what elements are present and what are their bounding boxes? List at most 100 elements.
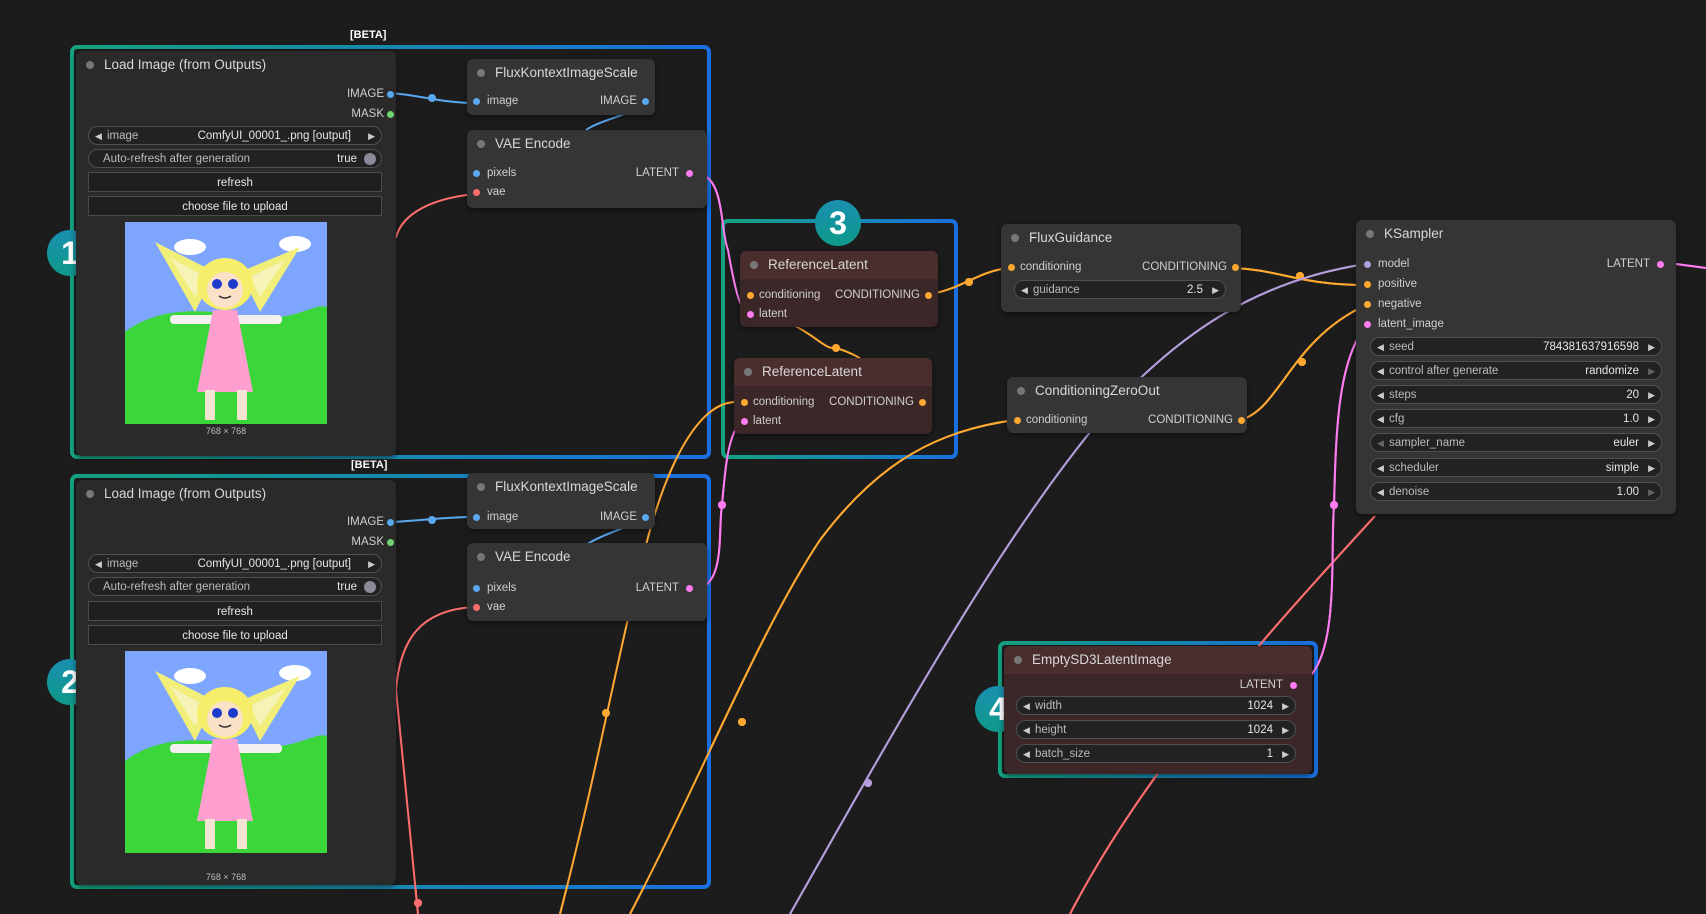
image-socket-icon[interactable] bbox=[473, 513, 480, 521]
conditioning-socket-icon[interactable] bbox=[1014, 416, 1021, 424]
arrow-right-icon[interactable]: ▶ bbox=[1282, 749, 1289, 759]
input-model[interactable]: model bbox=[1364, 255, 1409, 273]
arrow-right-icon[interactable]: ▶ bbox=[1648, 487, 1655, 497]
output-latent[interactable]: LATENT bbox=[1240, 676, 1297, 694]
input-conditioning[interactable]: conditioning bbox=[1014, 411, 1087, 429]
conditioning-socket-icon[interactable] bbox=[919, 398, 926, 406]
latent-socket-icon[interactable] bbox=[1290, 681, 1297, 689]
input-latent[interactable]: latent bbox=[741, 412, 781, 430]
collapse-dot-icon[interactable] bbox=[1014, 656, 1022, 664]
pixels-socket-icon[interactable] bbox=[473, 169, 480, 177]
image-socket-icon[interactable] bbox=[473, 97, 480, 105]
collapse-dot-icon[interactable] bbox=[1366, 230, 1374, 238]
output-image[interactable]: IMAGE bbox=[347, 85, 394, 103]
output-conditioning[interactable]: CONDITIONING bbox=[1148, 411, 1245, 429]
refresh-button[interactable]: refresh bbox=[88, 172, 382, 192]
arrow-left-icon[interactable]: ◀ bbox=[95, 559, 102, 569]
upload-button[interactable]: choose file to upload bbox=[88, 625, 382, 645]
ksampler-node[interactable]: KSampler model positive negative latent_… bbox=[1356, 220, 1676, 514]
latent-socket-icon[interactable] bbox=[741, 417, 748, 425]
arrow-left-icon[interactable]: ◀ bbox=[1023, 749, 1030, 759]
collapse-dot-icon[interactable] bbox=[744, 368, 752, 376]
output-conditioning[interactable]: CONDITIONING bbox=[829, 393, 926, 411]
collapse-dot-icon[interactable] bbox=[477, 483, 485, 491]
arrow-right-icon[interactable]: ▶ bbox=[1648, 414, 1655, 424]
load-image-node-2[interactable]: Load Image (from Outputs) IMAGE MASK ◀im… bbox=[76, 480, 396, 885]
arrow-right-icon[interactable]: ▶ bbox=[368, 559, 375, 569]
image-socket-icon[interactable] bbox=[642, 97, 649, 105]
toggle-knob-icon[interactable] bbox=[364, 153, 376, 165]
negative-socket-icon[interactable] bbox=[1364, 300, 1371, 308]
output-conditioning[interactable]: CONDITIONING bbox=[835, 286, 932, 304]
vae-encode-node-2[interactable]: VAE Encode pixels vae LATENT bbox=[467, 543, 707, 621]
arrow-left-icon[interactable]: ◀ bbox=[1377, 438, 1384, 448]
arrow-left-icon[interactable]: ◀ bbox=[1377, 342, 1384, 352]
arrow-right-icon[interactable]: ▶ bbox=[368, 131, 375, 141]
conditioning-socket-icon[interactable] bbox=[1008, 263, 1015, 271]
input-conditioning[interactable]: conditioning bbox=[747, 286, 820, 304]
arrow-left-icon[interactable]: ◀ bbox=[1023, 725, 1030, 735]
conditioning-socket-icon[interactable] bbox=[1232, 263, 1239, 271]
output-image[interactable]: IMAGE bbox=[600, 92, 649, 110]
collapse-dot-icon[interactable] bbox=[477, 140, 485, 148]
arrow-left-icon[interactable]: ◀ bbox=[95, 131, 102, 141]
output-image[interactable]: IMAGE bbox=[347, 513, 394, 531]
arrow-right-icon[interactable]: ▶ bbox=[1648, 463, 1655, 473]
output-latent[interactable]: LATENT bbox=[636, 164, 693, 182]
toggle-knob-icon[interactable] bbox=[364, 581, 376, 593]
conditioning-socket-icon[interactable] bbox=[747, 291, 754, 299]
arrow-right-icon[interactable]: ▶ bbox=[1648, 390, 1655, 400]
input-latent[interactable]: latent bbox=[747, 305, 787, 323]
arrow-right-icon[interactable]: ▶ bbox=[1648, 366, 1655, 376]
arrow-left-icon[interactable]: ◀ bbox=[1377, 366, 1384, 376]
collapse-dot-icon[interactable] bbox=[1011, 234, 1019, 242]
input-pixels[interactable]: pixels bbox=[473, 164, 516, 182]
vae-socket-icon[interactable] bbox=[473, 188, 480, 196]
collapse-dot-icon[interactable] bbox=[86, 61, 94, 69]
collapse-dot-icon[interactable] bbox=[1017, 387, 1025, 395]
flux-kontext-image-scale-node-1[interactable]: FluxKontextImageScale image IMAGE bbox=[467, 59, 655, 115]
conditioning-socket-icon[interactable] bbox=[741, 398, 748, 406]
reference-latent-node-2[interactable]: ReferenceLatent conditioning latent COND… bbox=[734, 358, 932, 434]
conditioning-zero-out-node[interactable]: ConditioningZeroOut conditioning CONDITI… bbox=[1007, 377, 1247, 433]
input-image[interactable]: image bbox=[473, 508, 518, 526]
input-positive[interactable]: positive bbox=[1364, 275, 1417, 293]
reference-latent-node-1[interactable]: ReferenceLatent conditioning latent COND… bbox=[740, 251, 938, 327]
load-image-node-1[interactable]: Load Image (from Outputs) IMAGE MASK ◀im… bbox=[76, 51, 396, 456]
input-vae[interactable]: vae bbox=[473, 598, 506, 616]
output-mask[interactable]: MASK bbox=[351, 533, 394, 551]
input-vae[interactable]: vae bbox=[473, 183, 506, 201]
model-socket-icon[interactable] bbox=[1364, 260, 1371, 268]
latent-socket-icon[interactable] bbox=[747, 310, 754, 318]
output-latent[interactable]: LATENT bbox=[636, 579, 693, 597]
input-image[interactable]: image bbox=[473, 92, 518, 110]
mask-socket-icon[interactable] bbox=[387, 110, 394, 118]
flux-kontext-image-scale-node-2[interactable]: FluxKontextImageScale image IMAGE bbox=[467, 473, 655, 529]
latent-socket-icon[interactable] bbox=[686, 169, 693, 177]
arrow-right-icon[interactable]: ▶ bbox=[1282, 725, 1289, 735]
collapse-dot-icon[interactable] bbox=[477, 553, 485, 561]
arrow-left-icon[interactable]: ◀ bbox=[1377, 414, 1384, 424]
input-latent-image[interactable]: latent_image bbox=[1364, 315, 1444, 333]
latent-socket-icon[interactable] bbox=[686, 584, 693, 592]
arrow-right-icon[interactable]: ▶ bbox=[1648, 438, 1655, 448]
refresh-button[interactable]: refresh bbox=[88, 601, 382, 621]
input-pixels[interactable]: pixels bbox=[473, 579, 516, 597]
pixels-socket-icon[interactable] bbox=[473, 584, 480, 592]
output-latent[interactable]: LATENT bbox=[1607, 255, 1664, 273]
flux-guidance-node[interactable]: FluxGuidance conditioning CONDITIONING ◀… bbox=[1001, 224, 1241, 312]
conditioning-socket-icon[interactable] bbox=[925, 291, 932, 299]
latent-socket-icon[interactable] bbox=[1657, 260, 1664, 268]
